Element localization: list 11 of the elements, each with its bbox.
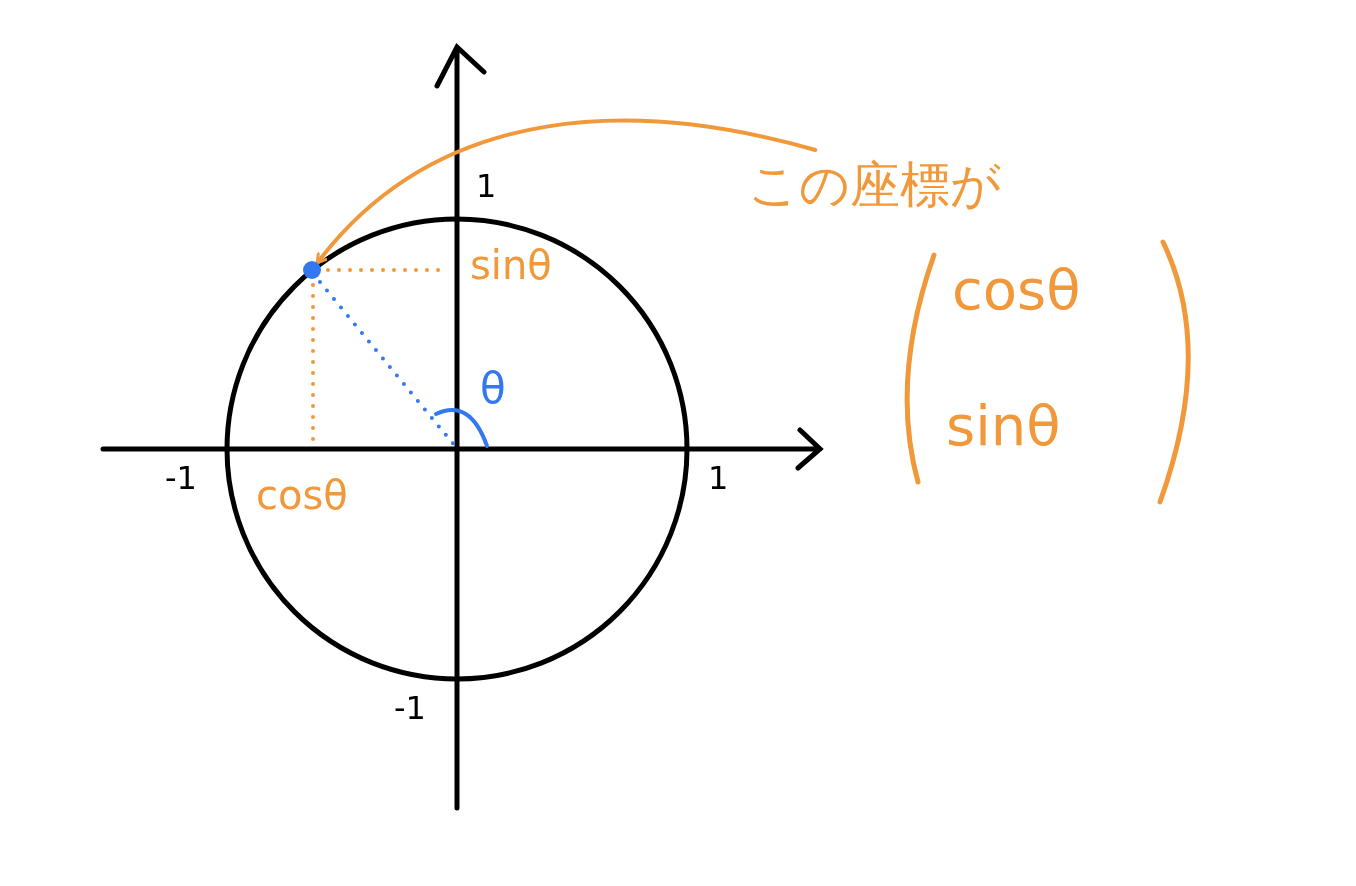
vector-component: cosθ bbox=[952, 262, 1081, 318]
angle-label: θ bbox=[480, 368, 506, 410]
axis-tick-label: 1 bbox=[708, 462, 729, 494]
vector-component: sinθ bbox=[946, 398, 1061, 454]
axis-tick-label: -1 bbox=[394, 692, 426, 724]
annotation-text: この座標が bbox=[748, 160, 1001, 210]
sine-label: sinθ bbox=[470, 245, 552, 285]
axis-tick-label: -1 bbox=[165, 462, 197, 494]
curved-arrow bbox=[315, 118, 818, 265]
axis-tick-label: 1 bbox=[476, 170, 497, 202]
cosine-label: cosθ bbox=[256, 475, 348, 515]
